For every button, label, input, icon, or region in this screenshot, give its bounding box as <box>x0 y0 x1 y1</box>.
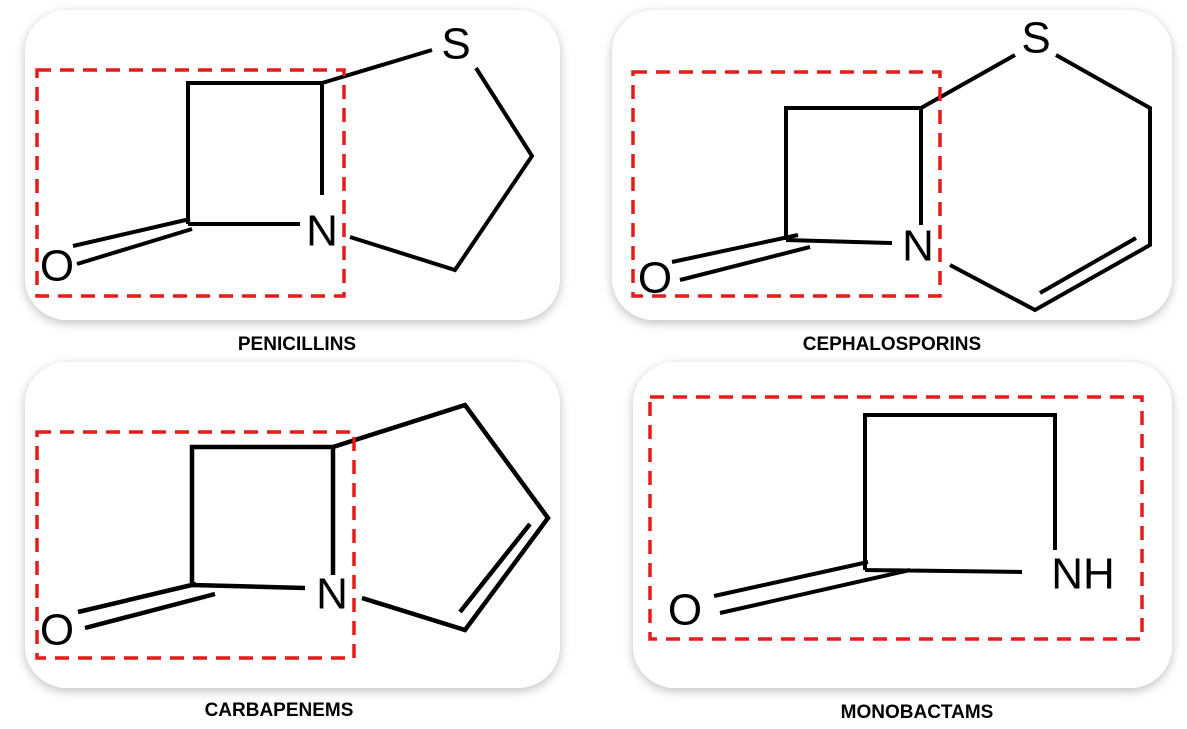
penicillins-structure: S N O PENICILLINS <box>25 10 560 355</box>
cephalosporins-structure: S N O CEPHALOSPORINS <box>612 10 1172 355</box>
card <box>612 10 1172 320</box>
label-cephalosporins: CEPHALOSPORINS <box>803 334 981 355</box>
beta-lactam-highlight-box <box>35 68 346 298</box>
nitrogen-atom: N <box>902 222 934 271</box>
nitrogen-atom: N <box>316 570 348 619</box>
label-carbapenems: CARBAPENEMS <box>205 700 354 721</box>
nitrogen-atom: N <box>306 207 338 256</box>
monobactams-structure: NH O MONOBACTAMS <box>633 362 1172 723</box>
card <box>633 362 1172 688</box>
label-monobactams: MONOBACTAMS <box>841 702 994 723</box>
sulfur-atom: S <box>441 20 470 69</box>
label-penicillins: PENICILLINS <box>238 334 356 355</box>
beta-lactam-highlight-box <box>648 395 1144 641</box>
carbapenems-structure: N O CARBAPENEMS <box>25 362 560 721</box>
card <box>25 362 560 688</box>
oxygen-atom: O <box>40 606 74 655</box>
sulfur-atom: S <box>1021 14 1050 63</box>
beta-lactam-highlight-box <box>631 70 942 298</box>
oxygen-atom: O <box>40 242 74 291</box>
nh-group: NH <box>1051 550 1115 599</box>
card <box>25 10 560 320</box>
beta-lactam-highlight-box <box>35 430 356 660</box>
oxygen-atom: O <box>668 586 702 635</box>
